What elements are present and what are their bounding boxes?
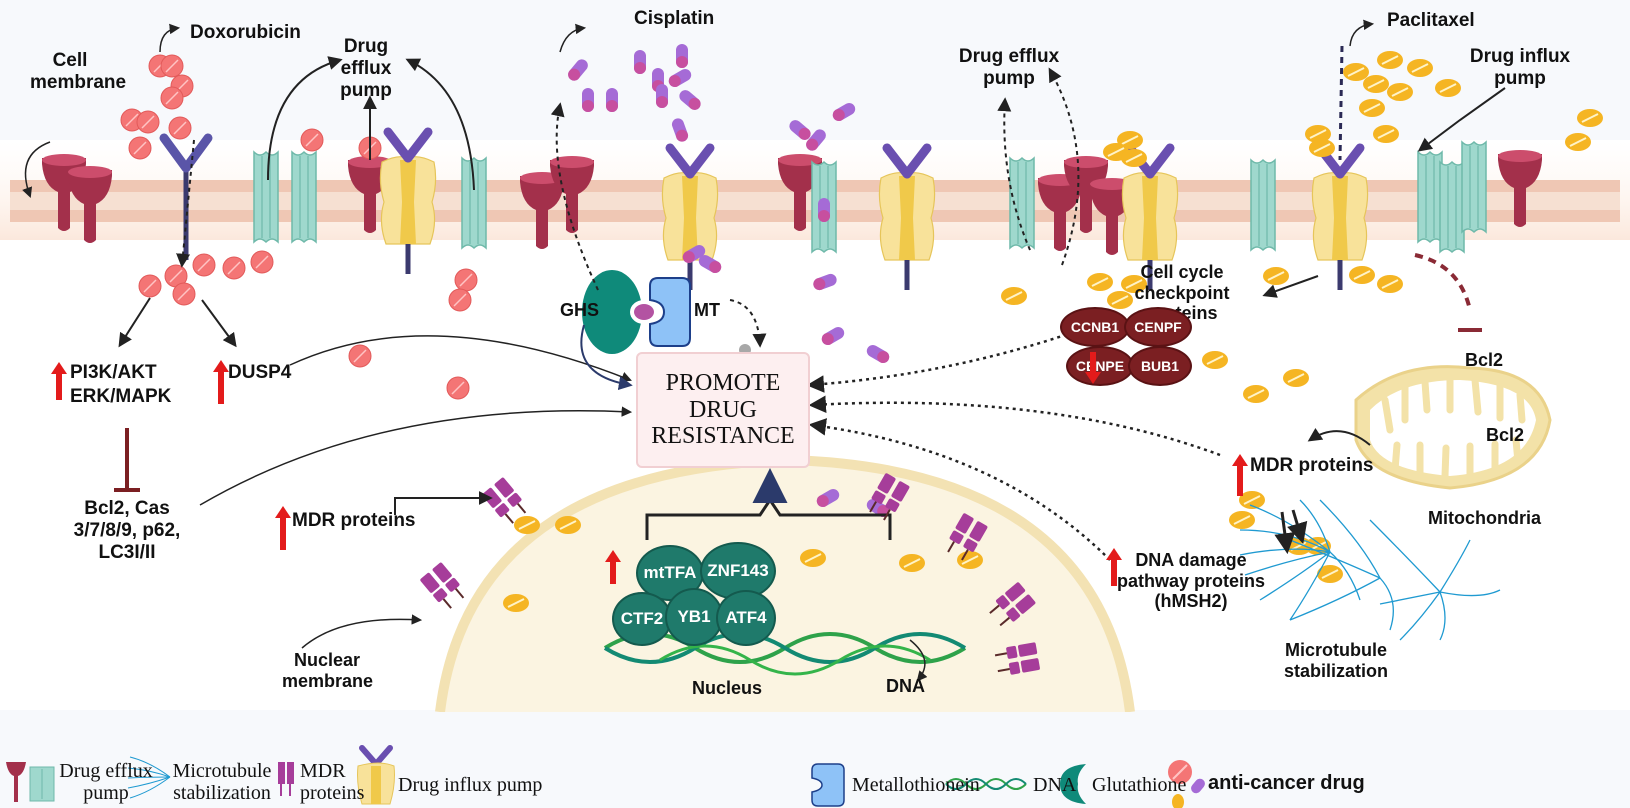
legend-label-drug-efflux-pump: Drug efflux pump <box>59 760 153 804</box>
up-arrow-icon <box>1232 454 1248 496</box>
drug-efflux-channel-icon <box>1439 161 1465 253</box>
pathway-arrows <box>22 19 1506 682</box>
promote-drug-resistance-box: PROMOTE DRUG RESISTANCE <box>636 352 810 468</box>
label-drug-efflux-pump: Drug efflux pump <box>340 36 392 101</box>
microtubule-icon <box>127 756 171 799</box>
drug-efflux-channel-icon <box>461 157 487 249</box>
checkpoint-CENPF: CENPF <box>1124 307 1192 347</box>
label-doxorubicin: Doxorubicin <box>190 22 301 43</box>
dna-icon <box>945 778 1027 790</box>
label-mitochondria: Mitochondria <box>1428 508 1541 528</box>
drug-efflux-channel-icon <box>253 151 279 243</box>
drug-influx-pump-icon <box>357 745 395 805</box>
label-erk-mapk: ERK/MAPK <box>70 386 172 407</box>
label-paclitaxel: Paclitaxel <box>1387 10 1475 31</box>
legend-label-glutathione: Glutathione <box>1092 774 1187 796</box>
up-arrow-icon <box>275 506 291 550</box>
label-bcl2-mitochondria: Bcl2 <box>1486 425 1525 445</box>
drug-efflux-channel-icon <box>1250 159 1276 251</box>
glutathione-metallothionein-complex <box>582 270 751 356</box>
up-arrow-icon <box>605 550 621 584</box>
down-arrow-icon <box>1085 352 1101 384</box>
legend-label-anti-cancer-drug: anti-cancer drug <box>1208 772 1365 794</box>
mdr-protein-icon <box>278 762 294 796</box>
legend-icons <box>6 745 1205 808</box>
label-bcl2-top: Bcl2 <box>1465 350 1504 370</box>
legend: Drug efflux pump Microtubule stabilizati… <box>0 712 1630 808</box>
drug-efflux-pump-icon <box>6 762 55 802</box>
transcription-factor-bracket <box>645 468 892 540</box>
legend-label-dna: DNA <box>1033 774 1077 796</box>
tf-ATF4: ATF4 <box>716 590 776 646</box>
microtubule-icon <box>1239 499 1501 641</box>
label-pi3k-akt: PI3K/AKT <box>70 362 157 383</box>
label-nucleus: Nucleus <box>692 678 763 698</box>
label-nuclear-membrane: Nuclear membrane <box>282 650 374 691</box>
label-cisplatin: Cisplatin <box>634 8 715 29</box>
label-cell-membrane: Cell membrane <box>30 50 127 93</box>
legend-label-microtubule: Microtubule stabilization <box>172 760 272 804</box>
legend-label-metallothionein: Metallothionein <box>852 774 980 796</box>
dna-helix <box>603 632 967 676</box>
label-microtubule-stabilization: Microtubule stabilization <box>1283 640 1388 681</box>
drug-efflux-channel-icon <box>291 151 317 243</box>
legend-label-mdr-proteins: MDR proteins <box>300 760 365 804</box>
anti-cancer-drug-icon <box>1168 760 1205 808</box>
checkpoint-CCNB1: CCNB1 <box>1060 307 1130 347</box>
label-dna-damage: DNA damage pathway proteins (hMSH2) <box>1116 550 1266 612</box>
label-dusp4: DUSP4 <box>228 362 292 383</box>
label-drug-influx-pump: Drug influx pump <box>1469 46 1571 89</box>
label-dna: DNA <box>886 676 925 696</box>
glutathione-icon <box>582 270 642 354</box>
metallothionein-icon <box>649 277 691 347</box>
label-mdr-proteins-left: MDR proteins <box>292 510 416 531</box>
label-ghs: GHS <box>560 300 600 320</box>
up-arrow-icon <box>213 360 229 404</box>
glutathione-icon <box>1060 764 1086 804</box>
mitochondria-shape <box>1354 365 1552 490</box>
label-promote-drug-resistance: PROMOTE DRUG RESISTANCE <box>651 369 795 450</box>
tf-YB1: YB1 <box>665 588 723 646</box>
up-arrow-icon <box>51 362 67 400</box>
label-bcl2-caspases: Bcl2, Cas 3/7/8/9, p62, LC3I/II <box>73 498 181 563</box>
drug-efflux-channel-icon <box>1417 151 1443 243</box>
up-arrow-icon <box>1106 548 1122 586</box>
label-mt: MT <box>694 300 720 320</box>
drug-efflux-channel-icon <box>1461 141 1487 233</box>
label-mdr-proteins-right: MDR proteins <box>1250 455 1374 476</box>
checkpoint-BUB1: BUB1 <box>1128 346 1192 386</box>
legend-label-drug-influx-pump: Drug influx pump <box>398 774 543 796</box>
metallothionein-icon <box>811 763 845 807</box>
label-drug-efflux-pump-right: Drug efflux pump <box>958 46 1060 89</box>
tf-CTF2: CTF2 <box>612 592 672 646</box>
